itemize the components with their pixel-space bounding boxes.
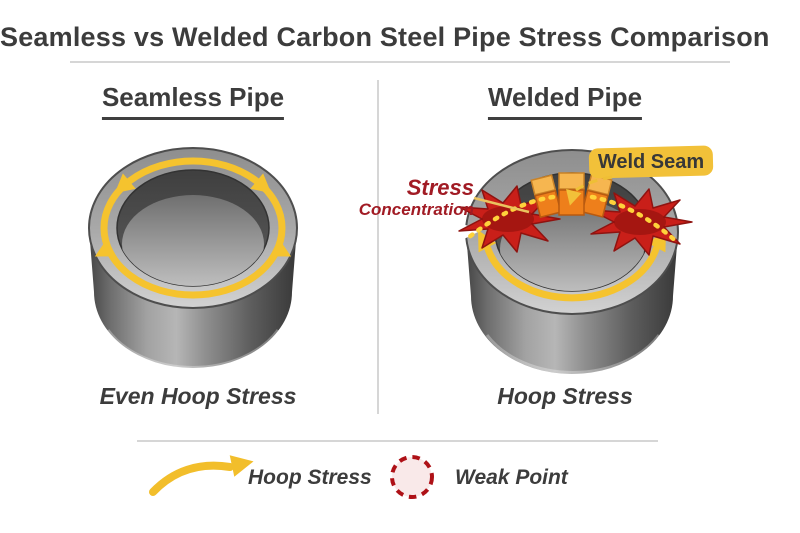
pipe-body <box>89 228 297 368</box>
pipe-body-highlight <box>485 334 661 374</box>
stress-concentration-label-line2: Concentration <box>358 200 474 219</box>
pipe-bore-floor <box>122 195 264 286</box>
weak-point-dotted-line <box>465 194 681 246</box>
stress-concentration-label-line1: Stress <box>406 175 474 200</box>
welded-pipe-heading: Welded Pipe <box>487 82 643 120</box>
pipe-body <box>466 232 678 374</box>
weld-seam-callout-label: Weld Seam <box>597 151 705 173</box>
welded-pipe-illustration <box>452 145 714 374</box>
callout-arrowhead <box>566 189 582 206</box>
weld-seam-callout <box>566 145 714 206</box>
welded-pipe-caption: Hoop Stress <box>497 383 633 409</box>
rim-notch <box>452 221 482 243</box>
stress-pointer-line <box>473 196 530 214</box>
pipe-body-highlight <box>106 329 280 369</box>
legend-hoop-stress-icon <box>149 455 254 496</box>
page-title: Seamless vs Welded Carbon Steel Pipe Str… <box>0 22 770 52</box>
seamless-pipe-heading: Seamless Pipe <box>101 82 285 120</box>
seamless-pipe-illustration <box>88 147 298 369</box>
hoop-stress-arrow-icon <box>94 157 292 299</box>
weak-point-dashed-circle-icon <box>390 455 434 499</box>
seamless-pipe-caption: Even Hoop Stress <box>99 383 297 409</box>
legend-weak-point-label: Weak Point <box>455 466 568 489</box>
legend-hoop-stress-label: Hoop Stress <box>248 466 372 489</box>
